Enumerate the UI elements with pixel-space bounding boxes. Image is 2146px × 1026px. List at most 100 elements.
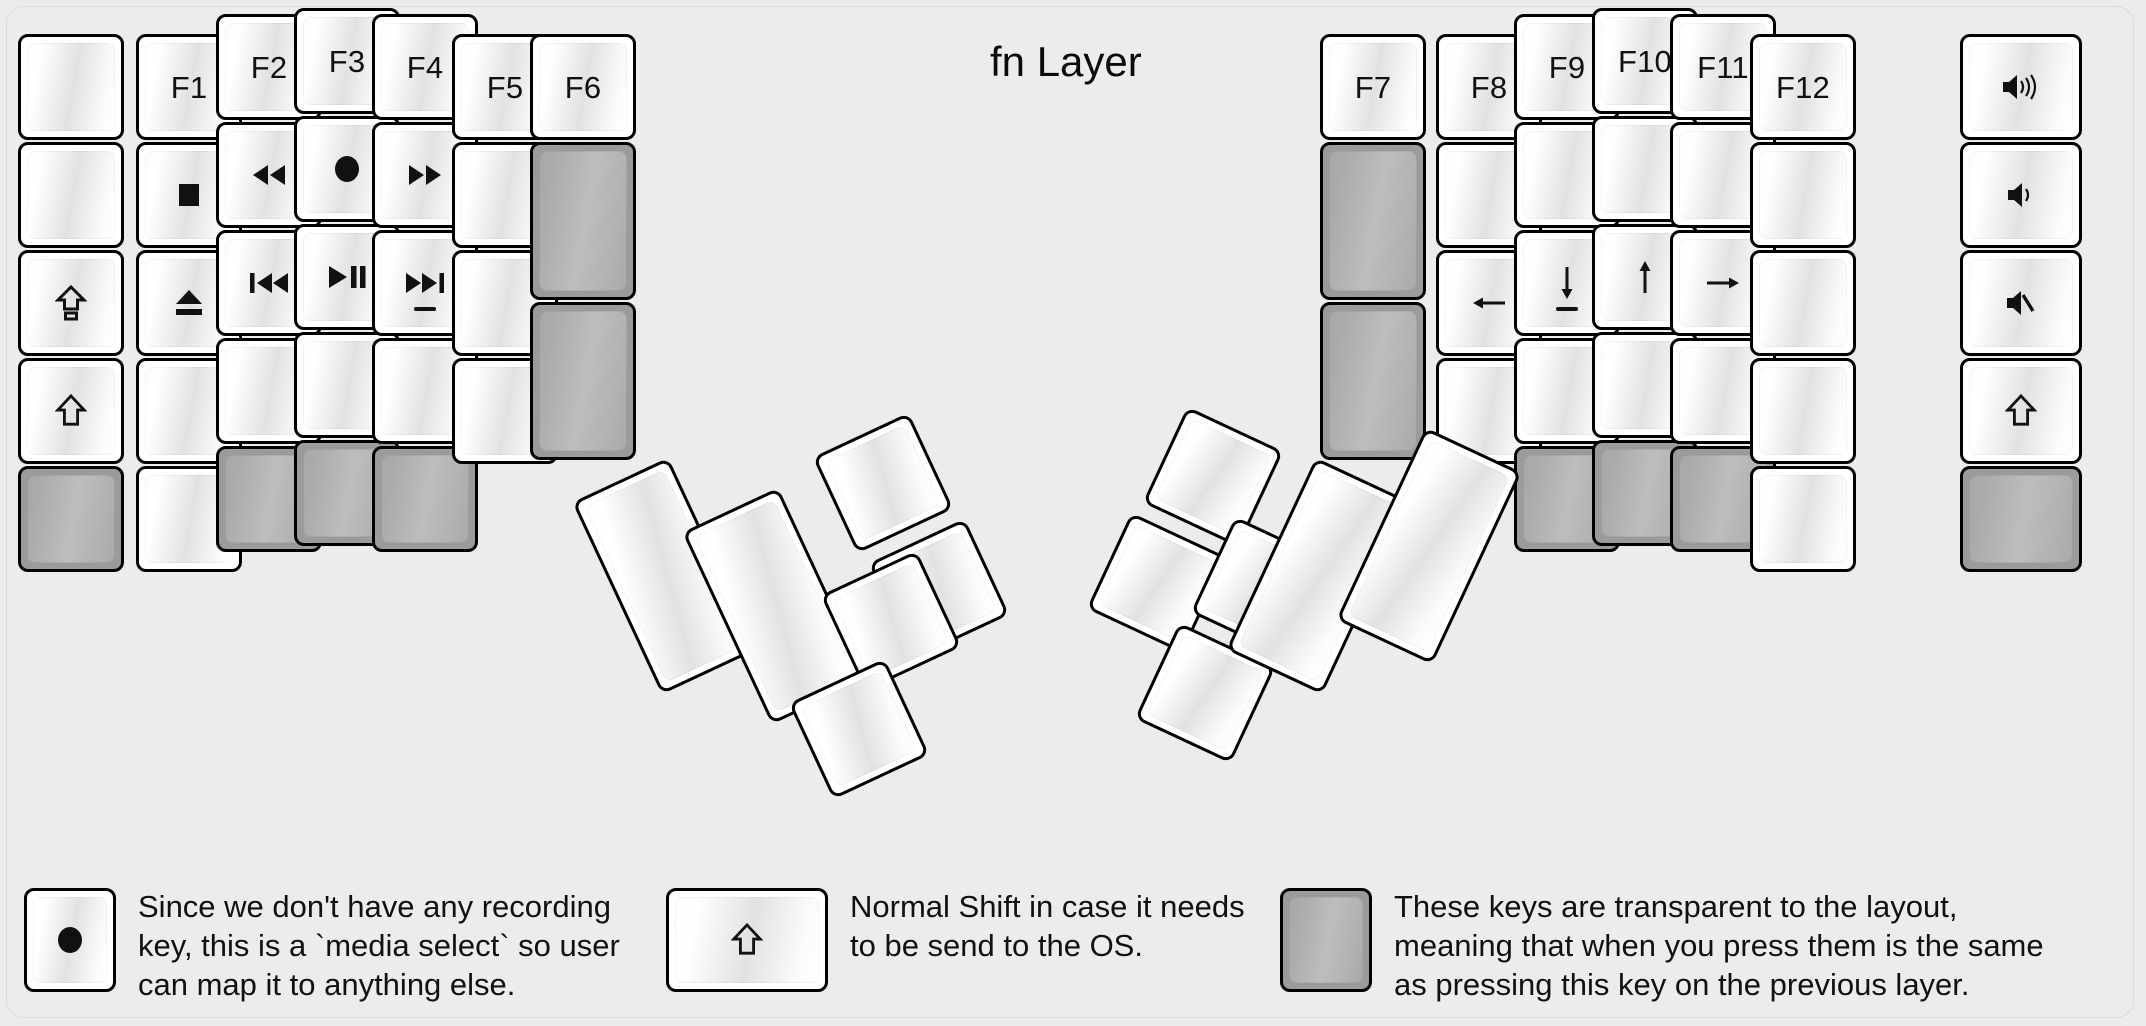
legend-item-transparent: These keys are transparent to the layout… bbox=[1280, 888, 2044, 1004]
key-f7[interactable]: F7 bbox=[1320, 34, 1426, 140]
key-label bbox=[174, 180, 204, 210]
play-pause-icon bbox=[329, 266, 366, 288]
key-label: F9 bbox=[1548, 49, 1586, 85]
key-label: F12 bbox=[1775, 69, 1831, 105]
key-transparent[interactable] bbox=[1960, 466, 2082, 572]
key-blank[interactable] bbox=[1750, 142, 1856, 248]
arrow-right-icon bbox=[1707, 277, 1739, 289]
key-label: F3 bbox=[328, 43, 366, 79]
record-icon bbox=[58, 927, 82, 953]
key-blank[interactable] bbox=[1750, 250, 1856, 356]
key-caps-lock[interactable] bbox=[18, 250, 124, 356]
key-volume-up[interactable] bbox=[1960, 34, 2082, 140]
key-label: F11 bbox=[1697, 49, 1749, 85]
legend-text-record: Since we don't have any recording key, t… bbox=[138, 889, 620, 1002]
key-cap bbox=[381, 455, 469, 543]
key-transparent[interactable] bbox=[1320, 142, 1426, 300]
key-label: F8 bbox=[1470, 69, 1508, 105]
key-shift[interactable] bbox=[1960, 358, 2082, 464]
key-shift[interactable] bbox=[18, 358, 124, 464]
key-label bbox=[172, 287, 206, 319]
legend-key-record[interactable] bbox=[24, 888, 116, 992]
mute-icon bbox=[2007, 291, 2035, 315]
key-transparent[interactable] bbox=[1514, 446, 1620, 552]
eject-icon bbox=[176, 290, 202, 315]
key-transparent[interactable] bbox=[530, 302, 636, 460]
key-cap bbox=[539, 311, 627, 451]
key-label bbox=[1999, 71, 2043, 103]
legend-key-shift[interactable] bbox=[666, 888, 828, 992]
key-f6[interactable]: F6 bbox=[530, 34, 636, 140]
key-cap bbox=[1969, 43, 2073, 131]
legend-text-shift: Normal Shift in case it needs to be send… bbox=[850, 889, 1245, 963]
stop-icon bbox=[179, 184, 199, 206]
key-label bbox=[247, 270, 291, 296]
key-cap bbox=[27, 43, 115, 131]
key-label bbox=[55, 284, 87, 322]
key-cap bbox=[27, 151, 115, 239]
arrow-down-icon bbox=[1561, 267, 1573, 299]
key-cap bbox=[1329, 151, 1417, 291]
key-blank[interactable] bbox=[1750, 358, 1856, 464]
key-cap bbox=[1759, 367, 1847, 455]
legend-key-transparent[interactable] bbox=[1280, 888, 1372, 992]
key-label bbox=[2004, 179, 2038, 211]
shift-icon bbox=[55, 393, 87, 426]
key-label bbox=[2003, 287, 2039, 319]
key-label bbox=[2005, 393, 2037, 429]
key-label: F5 bbox=[486, 69, 524, 105]
key-cap: F6 bbox=[539, 43, 627, 131]
key-transparent[interactable] bbox=[18, 466, 124, 572]
key-label bbox=[405, 162, 445, 188]
rewind-icon bbox=[253, 165, 285, 185]
volume-up-icon bbox=[2003, 74, 2037, 100]
key-label bbox=[403, 270, 447, 296]
key-cap bbox=[1759, 259, 1847, 347]
next-track-icon bbox=[406, 273, 444, 293]
key-cap bbox=[1969, 151, 2073, 239]
legend-text-transparent: These keys are transparent to the layout… bbox=[1394, 889, 2044, 1002]
fast-forward-icon bbox=[409, 165, 441, 185]
key-blank[interactable] bbox=[1750, 466, 1856, 572]
key-label bbox=[1469, 290, 1509, 316]
key-mute[interactable] bbox=[1960, 250, 2082, 356]
key-label bbox=[249, 162, 289, 188]
key-cap bbox=[27, 475, 115, 563]
key-transparent[interactable] bbox=[530, 142, 636, 300]
key-label: F6 bbox=[564, 69, 602, 105]
key-label: F7 bbox=[1354, 69, 1392, 105]
arrow-up-icon bbox=[1639, 261, 1651, 293]
key-label bbox=[330, 152, 364, 186]
key-cap bbox=[539, 151, 627, 291]
key-transparent[interactable] bbox=[372, 446, 478, 552]
key-label: F10 bbox=[1617, 43, 1673, 79]
key-cap bbox=[1759, 475, 1847, 563]
key-f11[interactable]: F11 bbox=[1670, 14, 1776, 120]
homing-bar bbox=[1556, 307, 1578, 311]
key-label bbox=[1703, 270, 1743, 296]
key-cap bbox=[1329, 311, 1417, 451]
key-blank[interactable] bbox=[18, 34, 124, 140]
key-blank[interactable] bbox=[18, 142, 124, 248]
legend-item-record: Since we don't have any recording key, t… bbox=[24, 888, 620, 1004]
shift-icon bbox=[731, 922, 763, 955]
record-icon bbox=[335, 156, 359, 182]
key-label: F2 bbox=[250, 49, 288, 85]
key-cap bbox=[27, 367, 115, 455]
key-transparent[interactable] bbox=[1320, 302, 1426, 460]
page-title: fn Layer bbox=[990, 38, 1142, 85]
volume-down-icon bbox=[2008, 183, 2030, 207]
key-label bbox=[1632, 257, 1658, 297]
key-volume-down[interactable] bbox=[1960, 142, 2082, 248]
key-cap: F12 bbox=[1759, 43, 1847, 131]
key-label bbox=[55, 393, 87, 429]
key-cap bbox=[1969, 259, 2073, 347]
key-f12[interactable]: F12 bbox=[1750, 34, 1856, 140]
key-label bbox=[1554, 263, 1580, 303]
key-cap bbox=[1759, 151, 1847, 239]
key-cap bbox=[27, 259, 115, 347]
legend-item-shift: Normal Shift in case it needs to be send… bbox=[666, 888, 1245, 992]
key-cap bbox=[1969, 475, 2073, 563]
shift-icon bbox=[2005, 393, 2037, 426]
arrow-left-icon bbox=[1473, 297, 1505, 309]
